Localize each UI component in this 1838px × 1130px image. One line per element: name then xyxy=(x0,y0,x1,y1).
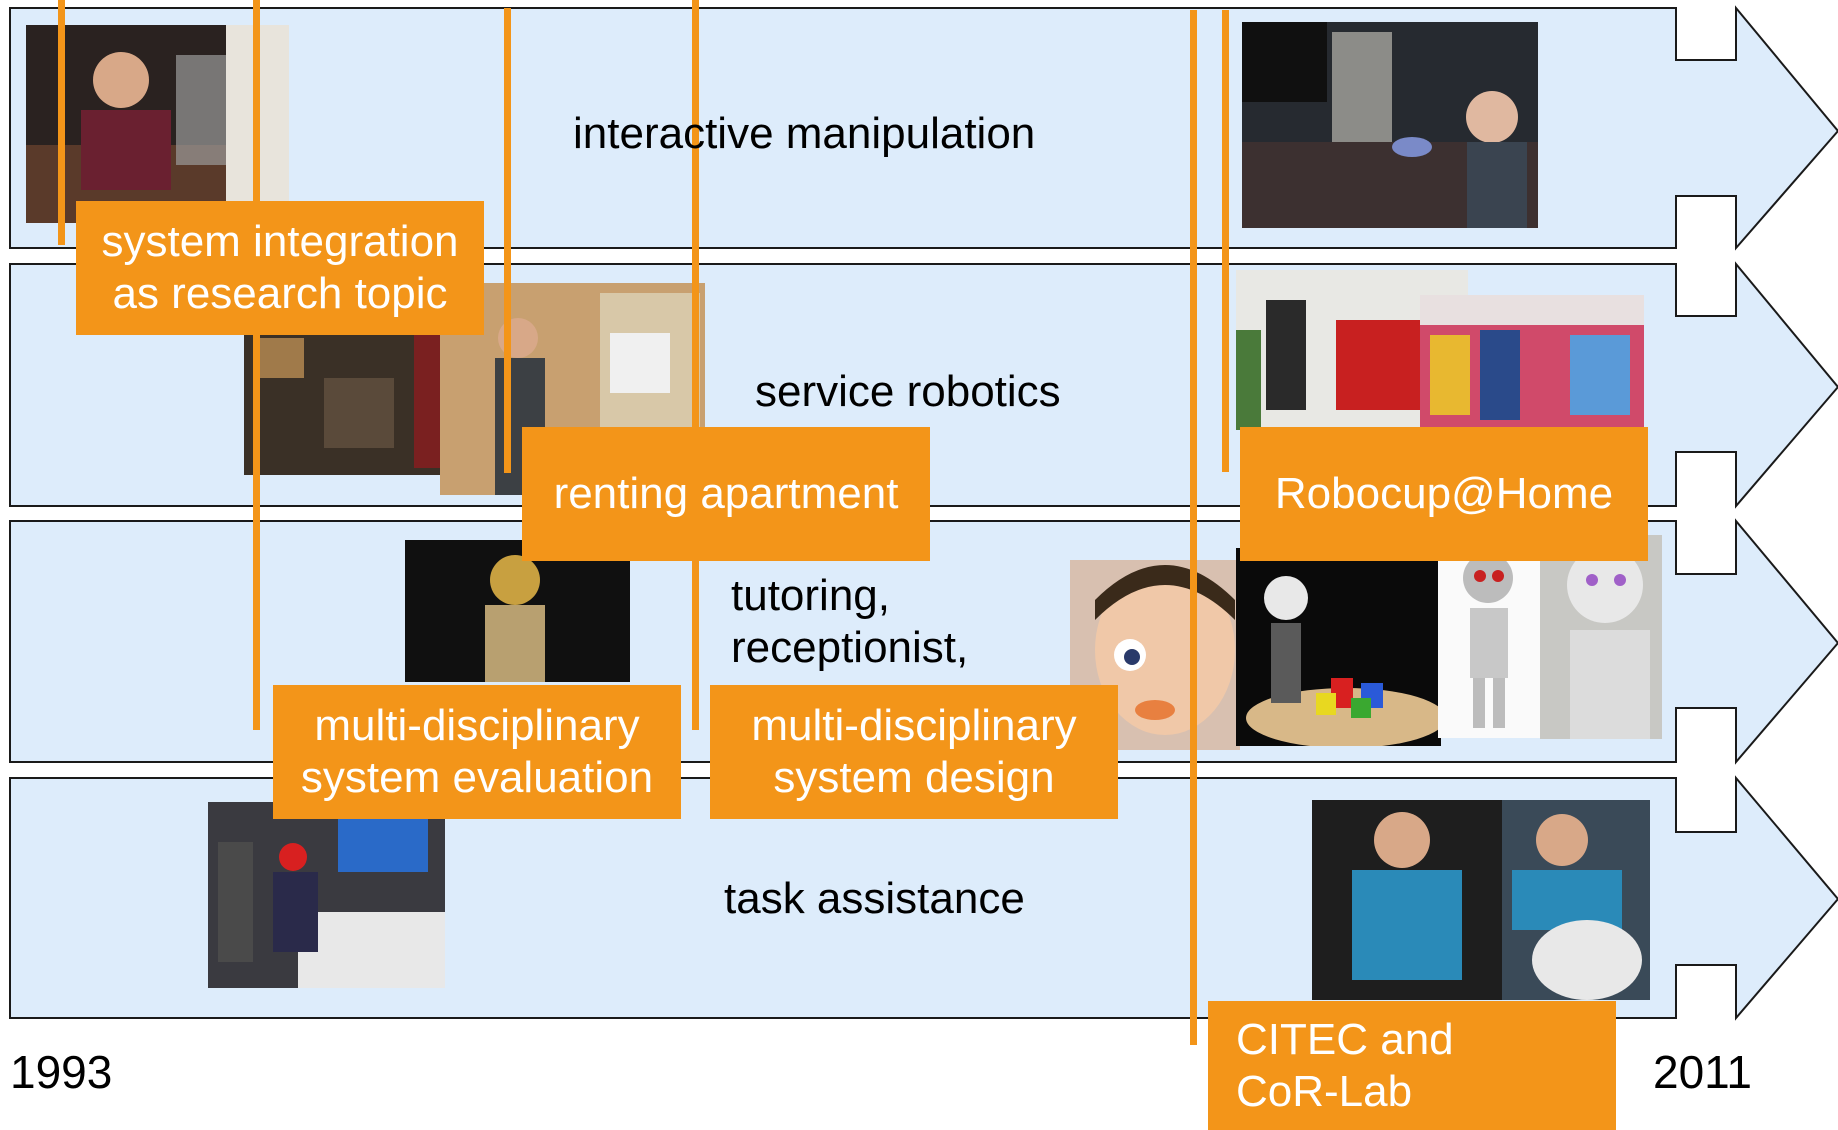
band-label-interactive-manipulation: interactive manipulation xyxy=(573,109,1036,158)
timeline-marker-6 xyxy=(1222,10,1229,472)
photo-service-apartment-1 xyxy=(244,318,472,475)
photo-service-robocup-2 xyxy=(1420,295,1644,427)
photo-tutoring-robot-3 xyxy=(1236,548,1441,746)
band-label-service-robotics: service robotics xyxy=(755,367,1061,416)
milestone-system-evaluation: multi-disciplinary system evaluation xyxy=(273,685,681,819)
milestone-renting-apartment: renting apartment xyxy=(522,427,930,561)
timeline-marker-3 xyxy=(504,8,511,473)
timeline-marker-2 xyxy=(253,0,260,730)
year-start: 1993 xyxy=(10,1046,113,1098)
timeline-marker-5 xyxy=(1190,10,1197,1045)
milestone-citec-corlab: CITEC and CoR-Lab xyxy=(1208,1001,1616,1130)
photo-task-assistance-2 xyxy=(1312,800,1650,1000)
milestone-system-design: multi-disciplinary system design xyxy=(710,685,1118,819)
photo-manipulation-1993 xyxy=(26,25,289,223)
band-label-task-assistance: task assistance xyxy=(724,874,1025,923)
band-label-tutoring: tutoring, receptionist, xyxy=(731,571,969,672)
milestone-system-integration: system integration as research topic xyxy=(76,201,484,335)
milestone-robocup-home: Robocup@Home xyxy=(1240,427,1648,561)
photo-tutoring-robot-2 xyxy=(1070,560,1240,750)
photo-tutoring-robot-1 xyxy=(405,540,630,682)
photo-tutoring-robot-5 xyxy=(1540,535,1662,739)
photo-task-assistance-1 xyxy=(208,802,445,988)
timeline-marker-1 xyxy=(58,0,65,245)
photo-manipulation-2011 xyxy=(1242,22,1538,228)
timeline-marker-4 xyxy=(692,0,699,730)
photo-tutoring-robot-4 xyxy=(1438,538,1540,738)
year-end: 2011 xyxy=(1653,1046,1752,1098)
